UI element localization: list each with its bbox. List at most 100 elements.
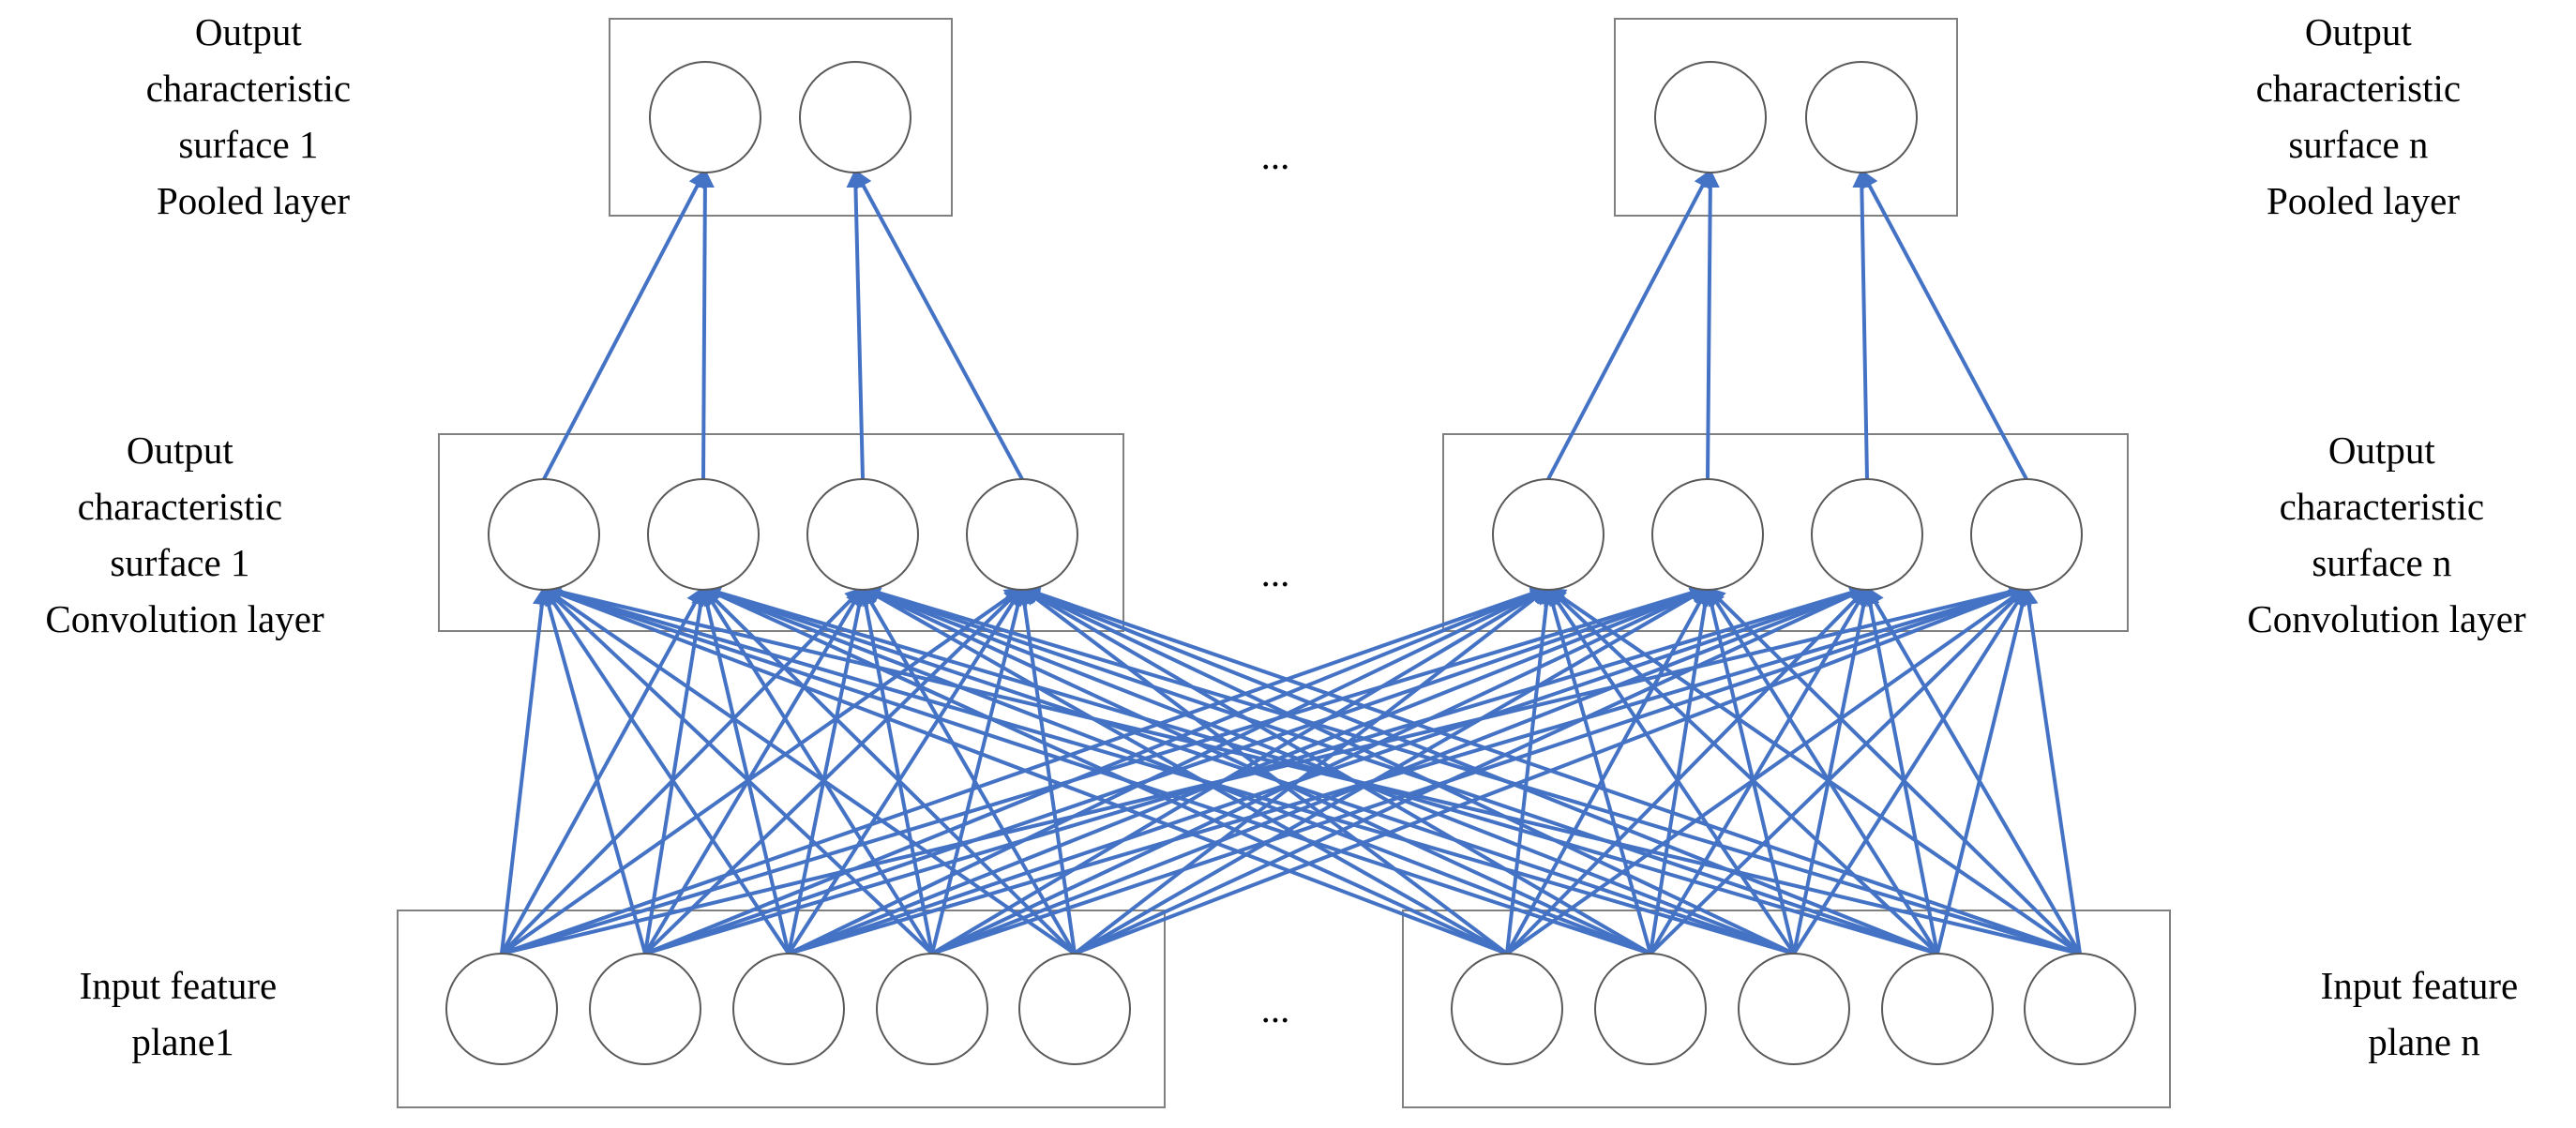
edge-input-to-conv <box>542 586 1077 955</box>
edge-input-to-conv <box>1544 586 1652 955</box>
edge-left-conv-to-pool <box>846 169 866 480</box>
label-conv-right: Output characteristic surface n Convolut… <box>2247 429 2526 640</box>
connection-edges <box>500 169 2082 955</box>
edge-input-to-conv <box>1860 586 1939 955</box>
input-plane-left-box <box>397 910 1166 1108</box>
edge-input-to-conv <box>542 586 934 955</box>
edge-input-to-conv <box>701 584 1795 955</box>
conv-node-left <box>488 478 600 591</box>
edge-input-to-conv <box>930 586 1028 955</box>
edge-input-to-conv <box>787 586 1024 955</box>
pool-layer-right-box <box>1614 18 1958 217</box>
edge-input-to-conv <box>701 583 1938 955</box>
edge-right-conv-to-pool <box>1546 169 1712 480</box>
edge-input-to-conv <box>1792 586 1874 955</box>
edge-input-to-conv <box>1073 586 1710 955</box>
edge-input-to-conv <box>500 586 551 955</box>
conv-node-left <box>806 478 919 591</box>
conv-node-right <box>1492 478 1604 591</box>
edge-input-to-conv <box>698 586 791 955</box>
input-node-left <box>1018 953 1131 1065</box>
input-node-right <box>2024 953 2136 1065</box>
edge-input-to-conv <box>1936 586 2032 955</box>
edge-left-conv-to-pool <box>695 169 715 480</box>
edge-input-to-conv <box>1020 584 2081 955</box>
edge-input-to-conv <box>539 586 647 955</box>
edge-right-conv-to-pool <box>1700 169 1720 480</box>
edge-input-to-conv <box>861 583 2081 955</box>
input-node-right <box>1451 953 1563 1065</box>
edge-input-to-conv <box>1020 585 1938 955</box>
pool-node-right <box>1654 61 1767 173</box>
input-node-left <box>589 953 701 1065</box>
edge-input-to-conv <box>1649 586 1715 955</box>
edge-left-conv-to-pool <box>542 169 707 480</box>
label-conv-left: Output characteristic surface 1 Convolut… <box>45 429 324 640</box>
edge-input-to-conv <box>701 586 1077 955</box>
edge-right-conv-to-pool <box>1860 169 2028 480</box>
ellipsis-conv: ... <box>1261 551 1290 594</box>
input-node-left <box>876 953 988 1065</box>
edge-input-to-conv <box>542 585 1508 955</box>
conv-node-left <box>966 478 1078 591</box>
edge-input-to-conv <box>542 583 1795 955</box>
edge-input-to-conv <box>701 586 934 955</box>
edge-input-to-conv <box>861 586 1651 955</box>
pool-node-left <box>649 61 761 173</box>
pool-layer-left-box <box>609 18 953 217</box>
edge-input-to-conv <box>643 586 865 955</box>
input-node-left <box>445 953 558 1065</box>
edge-input-to-conv <box>701 585 1651 955</box>
edge-input-to-conv <box>1649 586 1869 955</box>
label-pool-left: Output characteristic surface 1 Pooled l… <box>146 10 361 222</box>
edge-input-to-conv <box>1505 586 1869 955</box>
conv-layer-left-box <box>438 433 1124 632</box>
edge-input-to-conv <box>1505 586 1556 955</box>
edge-input-to-conv <box>1649 586 2028 955</box>
ellipsis-pool: ... <box>1261 134 1290 177</box>
edge-input-to-conv <box>1015 586 1077 955</box>
edge-input-to-conv <box>861 586 1077 955</box>
edge-input-to-conv <box>500 586 1024 955</box>
ellipsis-input: ... <box>1261 987 1290 1030</box>
edge-input-to-conv <box>1020 586 1795 955</box>
conv-node-right <box>1811 478 1923 591</box>
conv-node-right <box>1651 478 1764 591</box>
edge-input-to-conv <box>787 586 869 955</box>
edge-input-to-conv <box>500 586 705 955</box>
pool-node-left <box>799 61 911 173</box>
edge-input-to-conv <box>542 582 2081 955</box>
input-node-right <box>1738 953 1850 1065</box>
pool-node-right <box>1805 61 1918 173</box>
edge-input-to-conv <box>542 584 1651 955</box>
edge-input-to-conv <box>1702 586 1796 955</box>
edge-input-to-conv <box>1546 586 2082 955</box>
edge-input-to-conv <box>1020 586 1509 955</box>
input-node-right <box>1881 953 1994 1065</box>
conv-node-right <box>1970 478 2083 591</box>
input-node-left <box>732 953 845 1065</box>
edge-input-to-conv <box>856 586 934 955</box>
edge-input-to-conv <box>861 586 1508 955</box>
edge-input-to-conv <box>643 586 1024 955</box>
edge-left-conv-to-pool <box>853 169 1024 480</box>
neuron-nodes <box>445 61 2136 1065</box>
input-node-right <box>1594 953 1707 1065</box>
edge-input-to-conv <box>1505 586 2028 955</box>
edge-input-to-conv <box>861 585 1795 955</box>
label-input-right: Input feature plane n <box>2321 964 2528 1063</box>
edge-input-to-conv <box>1792 586 2028 955</box>
label-input-left: Input feature plane1 <box>80 964 287 1063</box>
edge-input-to-conv <box>861 584 1938 955</box>
conv-layer-right-box <box>1442 433 2129 632</box>
edge-input-to-conv <box>643 586 711 955</box>
edge-input-to-conv <box>930 586 1550 955</box>
edge-right-conv-to-pool <box>1852 169 1872 480</box>
edge-input-to-conv <box>2019 586 2082 955</box>
edge-input-to-conv <box>542 586 791 955</box>
edge-input-to-conv <box>1865 586 2082 955</box>
edge-input-to-conv <box>701 586 1508 955</box>
edge-input-to-conv <box>1505 586 1710 955</box>
conv-node-left <box>647 478 760 591</box>
